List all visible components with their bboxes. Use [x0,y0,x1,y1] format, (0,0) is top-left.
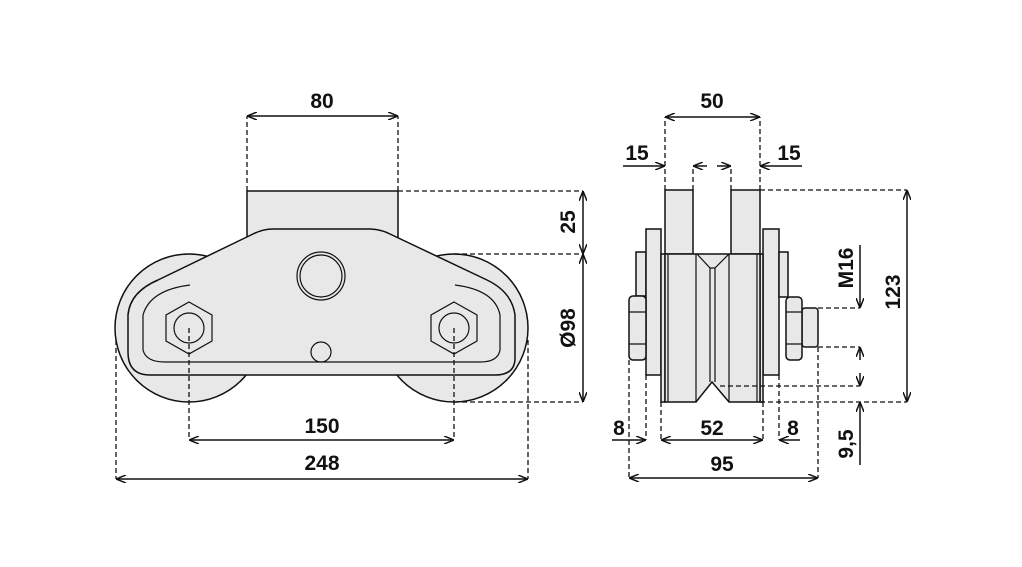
left-washer-plate [645,228,662,376]
dim-248-label: 248 [304,452,339,475]
dim-m16-label: M16 [835,248,858,289]
left-nut-facets [629,311,646,345]
side-view: 50 15 15 123 M16 9,5 8 52 8 95 [612,90,907,478]
front-extension-lines [115,116,583,479]
dim-8-left-label: 8 [613,417,625,440]
right-axle [438,312,470,344]
dim-15-right-label: 15 [777,142,801,165]
dim-52-label: 52 [700,417,723,440]
dim-50-label: 50 [700,90,723,113]
right-nut [785,296,803,361]
mount-hole [299,254,343,298]
dim-15-left-label: 15 [625,142,649,165]
dim-98-label: Ø98 [557,308,580,348]
side-extension-lines [628,117,907,478]
axle-bolt-end [801,307,819,348]
dim-150-label: 150 [304,415,339,438]
right-washer-plate [762,228,780,376]
dim-25-label: 25 [557,210,580,234]
mount-hole-outer [296,251,346,301]
wheel-groove-lines [667,253,758,402]
side-plate [127,228,516,376]
small-hole [310,341,332,363]
left-axle [173,312,205,344]
dim-95-label: 95 [710,453,734,476]
left-spacer [635,251,647,297]
right-nut-facets [786,311,802,345]
left-flange [664,189,694,255]
right-spacer [778,251,789,298]
v-groove-wheel [664,253,761,403]
dim-8-right-label: 8 [787,417,799,440]
dim-9-5-label: 9,5 [835,429,858,459]
dim-80-label: 80 [310,90,333,113]
left-nut [628,295,647,361]
dim-123-label: 123 [882,274,905,309]
front-view: 80 25 Ø98 150 248 [114,90,583,479]
right-flange [730,189,761,255]
